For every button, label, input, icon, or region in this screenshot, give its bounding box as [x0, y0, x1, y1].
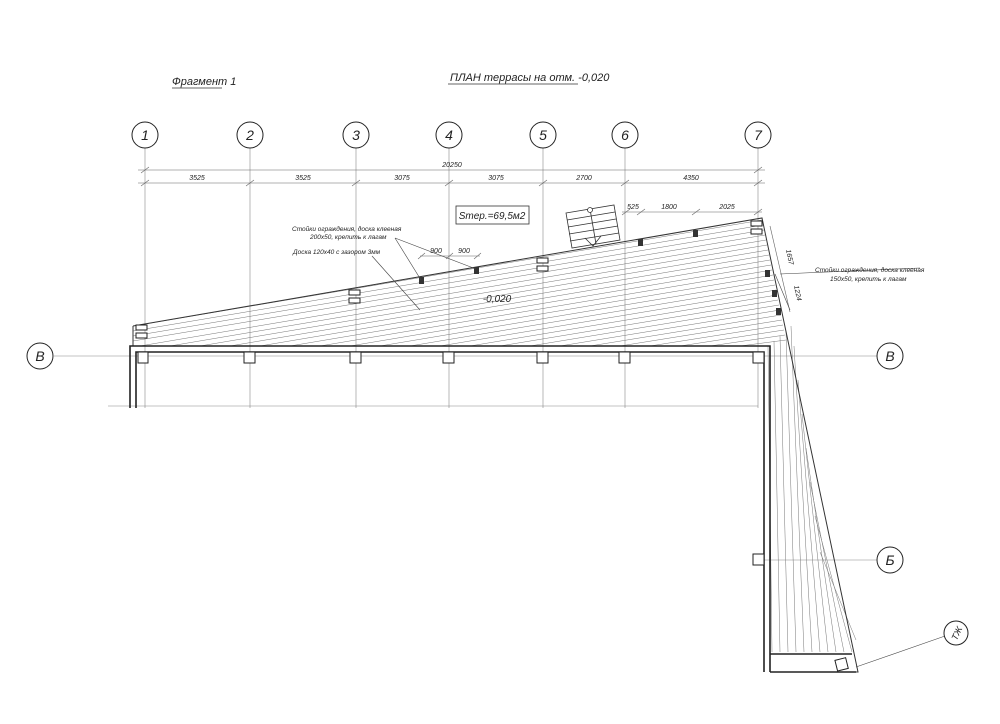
railing-post [765, 270, 770, 277]
axis-bubble-4 [435, 121, 463, 149]
railing-post [772, 290, 777, 297]
building-walls [129, 345, 856, 673]
dimension-post-spacing: 900 900 [417, 248, 482, 260]
svg-text:3075: 3075 [394, 175, 410, 182]
dimension-chain-overall: 20250 [138, 162, 765, 174]
axis-bubble-3 [342, 121, 370, 149]
column [536, 351, 549, 364]
railing-post [419, 277, 424, 284]
axis-bubble-v-left [26, 342, 54, 370]
svg-text:7: 7 [754, 127, 763, 143]
axis-bubble-b [876, 546, 904, 574]
axis-bubble-7 [744, 121, 772, 149]
svg-text:3525: 3525 [295, 175, 311, 182]
railing-post-pair [750, 228, 763, 235]
railing-post [474, 267, 479, 274]
column [618, 351, 631, 364]
column [137, 351, 149, 364]
svg-text:2025: 2025 [718, 204, 735, 211]
railing-post-pair [348, 289, 361, 296]
svg-text:2700: 2700 [575, 175, 592, 182]
plan-title: ПЛАН террасы на отм. -0,020 [450, 72, 610, 84]
svg-text:900: 900 [458, 248, 470, 255]
railing-post-pair [135, 324, 148, 331]
svg-text:Б: Б [885, 552, 894, 568]
column [834, 657, 849, 672]
svg-text:900: 900 [430, 248, 442, 255]
svg-text:3525: 3525 [189, 175, 205, 182]
columns [137, 351, 849, 672]
axis-bubble-v-right [876, 342, 904, 370]
column [752, 553, 765, 566]
axis-bubbles-numeric: 1 2 3 4 5 6 7 [131, 121, 772, 149]
svg-text:В: В [35, 348, 44, 364]
deck-outline [132, 217, 859, 673]
svg-text:1: 1 [141, 127, 149, 143]
area-label: Sтер.=69,5м2 [459, 211, 526, 222]
railing-post-pair [536, 257, 549, 264]
svg-text:2: 2 [245, 127, 254, 143]
axis-bubble-1 [131, 121, 159, 149]
svg-text:525: 525 [627, 204, 639, 211]
note-posts-left-line2: 200x50, крепить к лагам [309, 234, 387, 241]
axis-bubbles-letters: В В Б [26, 342, 904, 574]
axis-bubble-5 [529, 121, 557, 149]
svg-text:5: 5 [539, 127, 547, 143]
svg-text:3075: 3075 [488, 175, 504, 182]
fragment-label: Фрагмент 1 [172, 76, 236, 88]
dimension-right-side: 1657 1224 [769, 225, 802, 313]
svg-text:4: 4 [445, 127, 453, 143]
area-box [455, 205, 530, 225]
deck-boards [132, 219, 857, 653]
svg-text:1657: 1657 [784, 249, 794, 267]
level-mark: -0,020 [483, 294, 512, 305]
svg-text:1224: 1224 [792, 285, 802, 302]
note-posts-right-line1: Стойки ограждения, доска клееная [815, 266, 925, 274]
railing-posts [135, 220, 781, 339]
axis-bubble-6 [611, 121, 639, 149]
stairs [565, 204, 621, 249]
column [349, 351, 362, 364]
railing-post [776, 308, 781, 315]
svg-text:20250: 20250 [441, 162, 462, 169]
railing-post [693, 230, 698, 237]
column [752, 351, 765, 364]
railing-post-pair [536, 265, 549, 272]
railing-post [638, 239, 643, 246]
svg-text:4350: 4350 [683, 175, 699, 182]
dimension-chain-top-right: 525 1800 2025 [621, 204, 763, 216]
svg-text:3: 3 [352, 127, 360, 143]
leader-lines [371, 237, 946, 668]
dimension-chain-spans: 3525 3525 3075 3075 2700 4350 [138, 175, 765, 187]
stair-tag-bubble [943, 620, 969, 646]
note-deck-board: Доска 120x40 с зазором 3мм [292, 249, 381, 256]
railing-post-pair [135, 332, 148, 339]
svg-text:1800: 1800 [661, 204, 677, 211]
svg-text:В: В [885, 348, 894, 364]
column [442, 351, 455, 364]
railing-post-pair [750, 220, 763, 227]
column [243, 351, 256, 364]
note-posts-right-line2: 150x50, крепить к лагам [830, 276, 907, 283]
axis-bubble-2 [236, 121, 264, 149]
railing-post-pair [348, 297, 361, 304]
svg-text:6: 6 [621, 127, 629, 143]
note-posts-left-line1: Стойки ограждения, доска клееная [292, 225, 402, 233]
